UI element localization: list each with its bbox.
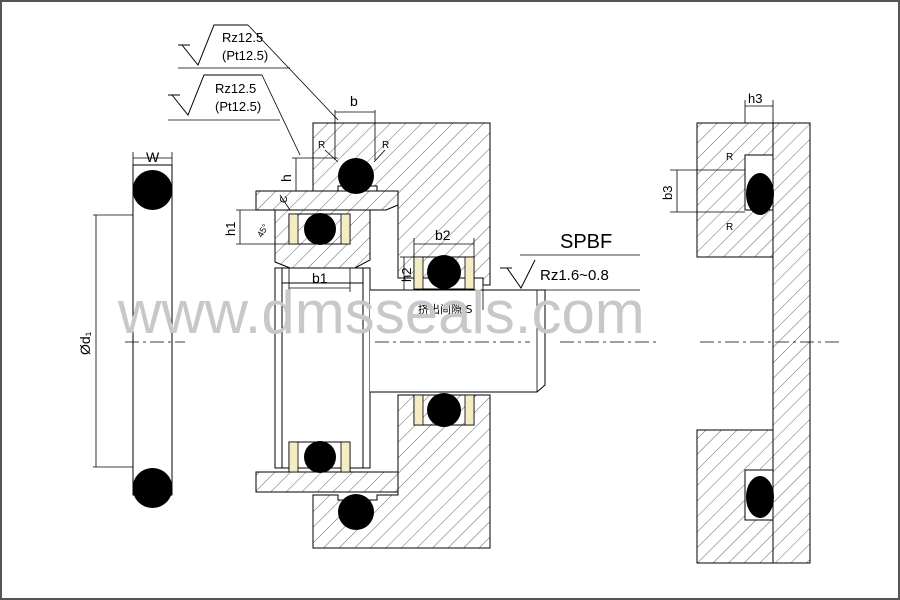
label-c: C	[279, 196, 290, 203]
backup-ring	[464, 394, 475, 426]
label-extrusion-gap: 挤出间隙.S	[418, 302, 472, 316]
upper-block	[696, 122, 774, 258]
product-code: SPBF	[560, 231, 612, 253]
label-b: b	[350, 93, 358, 109]
label-rz-top: Rz12.5	[222, 30, 263, 45]
o-ring-rod-top	[427, 255, 461, 289]
label-h2: h2	[399, 268, 414, 282]
backup-ring	[288, 441, 299, 473]
o-ring-face-upper	[746, 173, 774, 215]
o-ring-section-bottom	[132, 468, 173, 508]
label-rz-shaft: Rz1.6~0.8	[540, 267, 609, 284]
flange-top	[255, 190, 399, 211]
lower-block	[696, 429, 774, 564]
o-ring-face-lower	[746, 476, 774, 518]
o-ring-face-top	[338, 158, 374, 194]
label-b1: b1	[312, 270, 328, 286]
o-ring-face-bottom	[338, 494, 374, 530]
label-h3: h3	[748, 91, 762, 106]
flange-bottom	[255, 471, 399, 493]
label-d1: Ød₁	[77, 331, 93, 355]
backup-ring	[288, 213, 299, 245]
face-seal-detail: h3 b3 R R	[660, 91, 840, 564]
backup-ring	[340, 213, 351, 245]
label-pt-mid: (Pt12.5)	[215, 99, 261, 114]
label-r4: R	[726, 222, 733, 233]
backup-ring	[464, 256, 475, 290]
label-pt-top: (Pt12.5)	[222, 48, 268, 63]
o-ring-piston-bottom	[304, 441, 336, 473]
backup-ring	[340, 441, 351, 473]
assembly-section: Rz12.5 (Pt12.5) Rz12.5 (Pt12.5) b R R h …	[168, 24, 660, 549]
label-h: h	[278, 174, 294, 182]
label-angle: 45°	[255, 222, 271, 239]
o-ring-rod-bottom	[427, 393, 461, 427]
label-w: W	[146, 149, 160, 165]
backup-ring	[413, 256, 424, 290]
watermark: www.dmsseals.com	[117, 279, 645, 346]
plate	[772, 122, 811, 564]
label-b2: b2	[435, 227, 451, 243]
label-r1: R	[318, 140, 325, 151]
label-b3: b3	[660, 186, 675, 200]
o-ring-detail: W Ød₁	[77, 149, 185, 508]
o-ring-section-top	[132, 170, 173, 210]
label-rz-mid: Rz12.5	[215, 81, 256, 96]
backup-ring	[413, 394, 424, 426]
o-ring-piston-top	[304, 213, 336, 245]
label-r3: R	[726, 152, 733, 163]
label-h1: h1	[223, 222, 238, 236]
label-r2: R	[382, 140, 389, 151]
